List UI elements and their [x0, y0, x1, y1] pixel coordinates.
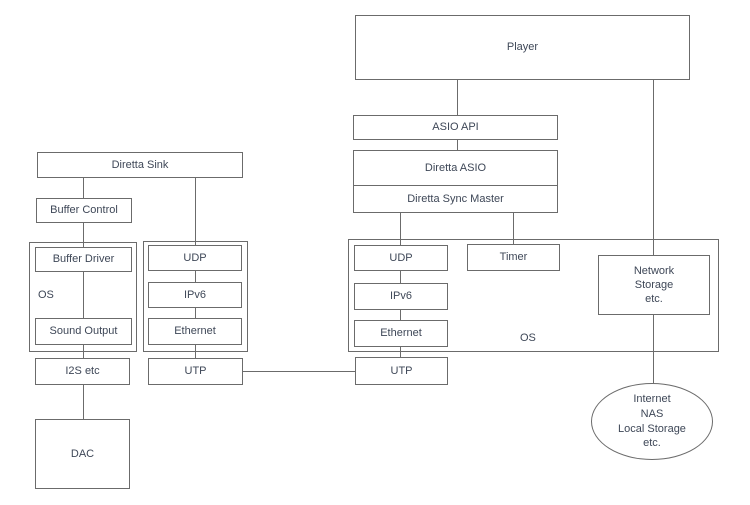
- buffer-control-label: Buffer Control: [50, 204, 118, 217]
- ethernet-left-box: Ethernet: [148, 318, 242, 345]
- connector-udp-ipv6-left: [195, 271, 196, 282]
- connector-ipv6-ethernet-right: [400, 310, 401, 320]
- network-storage-label: Network Storage etc.: [633, 264, 675, 306]
- connector-sink-udp-left: [195, 178, 196, 245]
- connector-player-asioapi: [457, 80, 458, 115]
- timer-label: Timer: [499, 251, 528, 264]
- buffer-control-box: Buffer Control: [36, 198, 132, 223]
- connector-syncmaster-timer: [513, 213, 514, 244]
- diretta-sync-master-label: Diretta Sync Master: [407, 192, 504, 205]
- connector-soundoutput-i2s: [83, 345, 84, 358]
- connector-ethernet-utp-left: [195, 345, 196, 358]
- ethernet-left-label: Ethernet: [174, 325, 216, 338]
- diretta-sink-label: Diretta Sink: [111, 158, 169, 171]
- ethernet-right-label: Ethernet: [380, 327, 422, 340]
- i2s-etc-label: I2S etc: [65, 365, 100, 378]
- utp-right-box: UTP: [355, 357, 448, 385]
- connector-buffercontrol-bufferdriver: [83, 223, 84, 247]
- sound-output-box: Sound Output: [35, 318, 132, 345]
- udp-left-box: UDP: [148, 245, 242, 271]
- udp-right-box: UDP: [354, 245, 448, 271]
- utp-left-box: UTP: [148, 358, 243, 385]
- ethernet-right-box: Ethernet: [354, 320, 448, 347]
- internet-nas-ellipse: Internet NAS Local Storage etc.: [591, 383, 713, 460]
- connector-i2s-dac: [83, 385, 84, 419]
- os-container-right: [348, 239, 719, 352]
- player-box: Player: [355, 15, 690, 80]
- udp-left-label: UDP: [183, 251, 207, 264]
- ipv6-right-label: IPv6: [389, 290, 412, 303]
- diretta-asio-label: Diretta ASIO: [424, 161, 487, 174]
- connector-ipv6-ethernet-left: [195, 308, 196, 318]
- connector-ethernet-utp-right: [400, 347, 401, 357]
- player-label: Player: [506, 41, 539, 54]
- utp-right-label: UTP: [390, 364, 413, 377]
- dac-box: DAC: [35, 419, 130, 489]
- connector-sink-buffercontrol: [83, 178, 84, 198]
- asio-api-box: ASIO API: [353, 115, 558, 140]
- buffer-driver-box: Buffer Driver: [35, 247, 132, 272]
- os-label-right: OS: [520, 332, 536, 344]
- timer-box: Timer: [467, 244, 560, 271]
- ipv6-right-box: IPv6: [354, 283, 448, 310]
- diretta-sync-master-box: Diretta Sync Master: [353, 185, 558, 213]
- connector-udp-ipv6-right: [400, 271, 401, 283]
- buffer-driver-label: Buffer Driver: [52, 253, 115, 266]
- utp-left-label: UTP: [184, 365, 207, 378]
- connector-player-storage-internet: [653, 80, 654, 383]
- network-storage-box: Network Storage etc.: [598, 255, 710, 315]
- ipv6-left-box: IPv6: [148, 282, 242, 308]
- connector-syncmaster-udp-right: [400, 213, 401, 245]
- udp-right-label: UDP: [389, 251, 413, 264]
- connector-asioapi-direttaasio: [457, 140, 458, 150]
- connector-bufferdriver-soundoutput: [83, 272, 84, 318]
- diretta-asio-box: Diretta ASIO: [353, 150, 558, 186]
- connector-utp-utp-cable: [243, 371, 355, 372]
- asio-api-label: ASIO API: [432, 121, 479, 134]
- os-label-left: OS: [38, 289, 54, 301]
- i2s-etc-box: I2S etc: [35, 358, 130, 385]
- dac-label: DAC: [70, 447, 95, 460]
- ipv6-left-label: IPv6: [183, 288, 206, 301]
- internet-nas-label: Internet NAS Local Storage etc.: [618, 392, 686, 450]
- sound-output-label: Sound Output: [49, 325, 118, 338]
- diretta-sink-box: Diretta Sink: [37, 152, 243, 178]
